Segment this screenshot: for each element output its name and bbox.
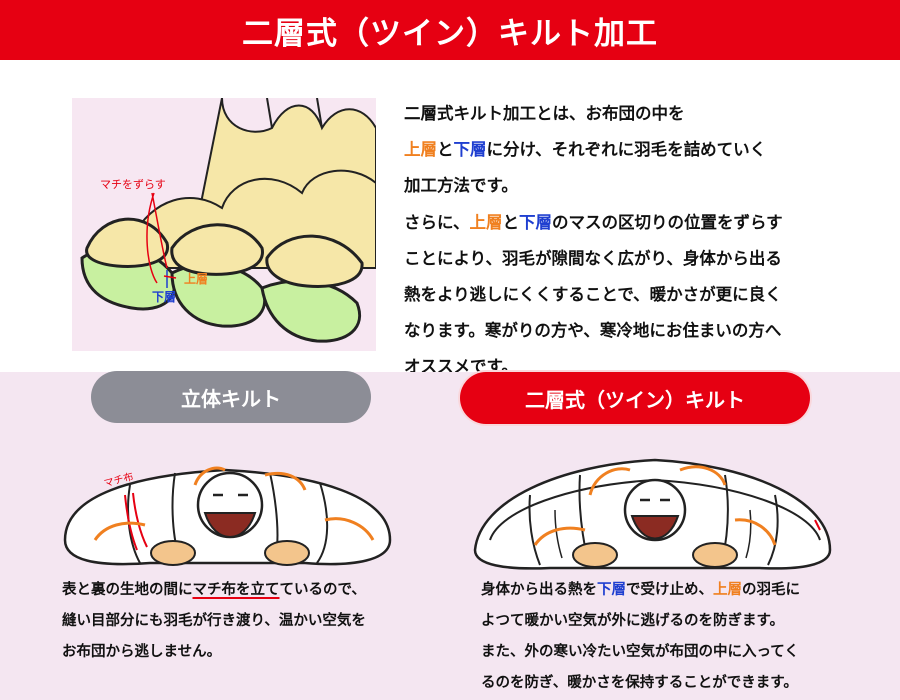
twin-quilt-caption: 身体から出る熱を下層で受け止め、上層の羽毛に よつて暖かい空気が外に逃げるのを防… (481, 575, 891, 699)
description-fragment: と (437, 140, 454, 159)
caption-line: お布団から逃しません。 (62, 644, 222, 660)
caption-line: 身体から出る熱を下層で受け止め、上層の羽毛に (481, 575, 891, 606)
upper-layer-term: 上層 (404, 140, 437, 159)
title-banner: 二層式（ツイン）キルト加工 (0, 0, 900, 60)
description-line: なります。寒がりの方や、寒冷地にお住まいの方へ (404, 321, 782, 340)
standard-quilt-pill: 立体キルト (91, 371, 371, 423)
description-line: さらに、上層と下層のマスの区切りの位置をずらす (404, 205, 874, 241)
lower-layer-term: 下層 (519, 213, 553, 232)
description-line: 熱をより逃しにくくすることで、暖かさが更に良く (404, 285, 782, 304)
description-line: 上層と下層に分け、それぞれに羽毛を詰めていく (404, 132, 874, 168)
twin-quilt-pill: 二層式（ツイン）キルト (460, 372, 810, 424)
lower-layer-term: 下層 (597, 582, 626, 598)
description-paragraph-2: さらに、上層と下層のマスの区切りの位置をずらす ことにより、羽毛が隙間なく広がり… (404, 205, 874, 385)
description-fragment: に分け、それぞれに羽毛を詰めていく (486, 140, 767, 159)
caption-line: 表と裏の生地の間にマチ布を立てているので、 (62, 575, 442, 606)
upper-layer-term: 上層 (469, 213, 503, 232)
box-quilt-illustration: マチ布 (55, 455, 400, 579)
label-lower-layer: 下層 (152, 290, 176, 304)
caption-fragment: 表と裏の生地の間に (62, 582, 193, 598)
twin-quilt-illustration (470, 450, 840, 579)
description-text: 二層式キルト加工とは、お布団の中を 上層と下層に分け、それぞれに羽毛を詰めていく… (404, 96, 874, 385)
lower-layer-term: 下層 (453, 140, 487, 159)
box-quilt-caption: 表と裏の生地の間にマチ布を立てているので、 縫い目部分にも羽毛が行き渡り、温かい… (62, 575, 442, 668)
caption-line: るのを防ぎ、暖かさを保持することができます。 (481, 675, 798, 691)
upper-layer-term: 上層 (713, 582, 742, 598)
caption-line: また、外の寒い冷たい空気が布団の中に入ってく (481, 644, 799, 660)
quilt-section-drawing: マチをずらす 上層 下層 (80, 97, 377, 343)
box-quilt-drawing: マチ布 (63, 466, 392, 566)
caption-line: よつて暖かい空気が外に逃げるのを防ぎます。 (481, 613, 785, 629)
caption-fragment: ているので、 (279, 582, 366, 598)
twin-quilt-cross-section-illustration: マチをずらす 上層 下層 (72, 97, 377, 351)
description-fragment: のマスの区切りの位置をずらす (552, 213, 783, 232)
description-line: オススメです。 (404, 357, 518, 376)
description-line: 加工方法です。 (404, 176, 518, 195)
page-title: 二層式（ツイン）キルト加工 (242, 15, 658, 52)
description-fragment: さらに、 (404, 213, 470, 232)
label-upper-layer: 上層 (184, 271, 208, 286)
description-line: ことにより、羽毛が隙間なく広がり、身体から出る (404, 249, 782, 268)
caption-fragment: の羽毛に (742, 582, 800, 598)
gusset-emphasis: マチ布を立て (192, 582, 280, 598)
label-gusset-shift: マチをずらす (100, 178, 166, 191)
description-line: 二層式キルト加工とは、お布団の中を (404, 104, 685, 123)
caption-fragment: 身体から出る熱を (481, 582, 597, 598)
caption-fragment: で受け止め、 (626, 582, 713, 598)
caption-line: 縫い目部分にも羽毛が行き渡り、温かい空気を (62, 613, 366, 629)
description-fragment: と (502, 213, 520, 232)
twin-quilt-drawing (473, 458, 832, 570)
